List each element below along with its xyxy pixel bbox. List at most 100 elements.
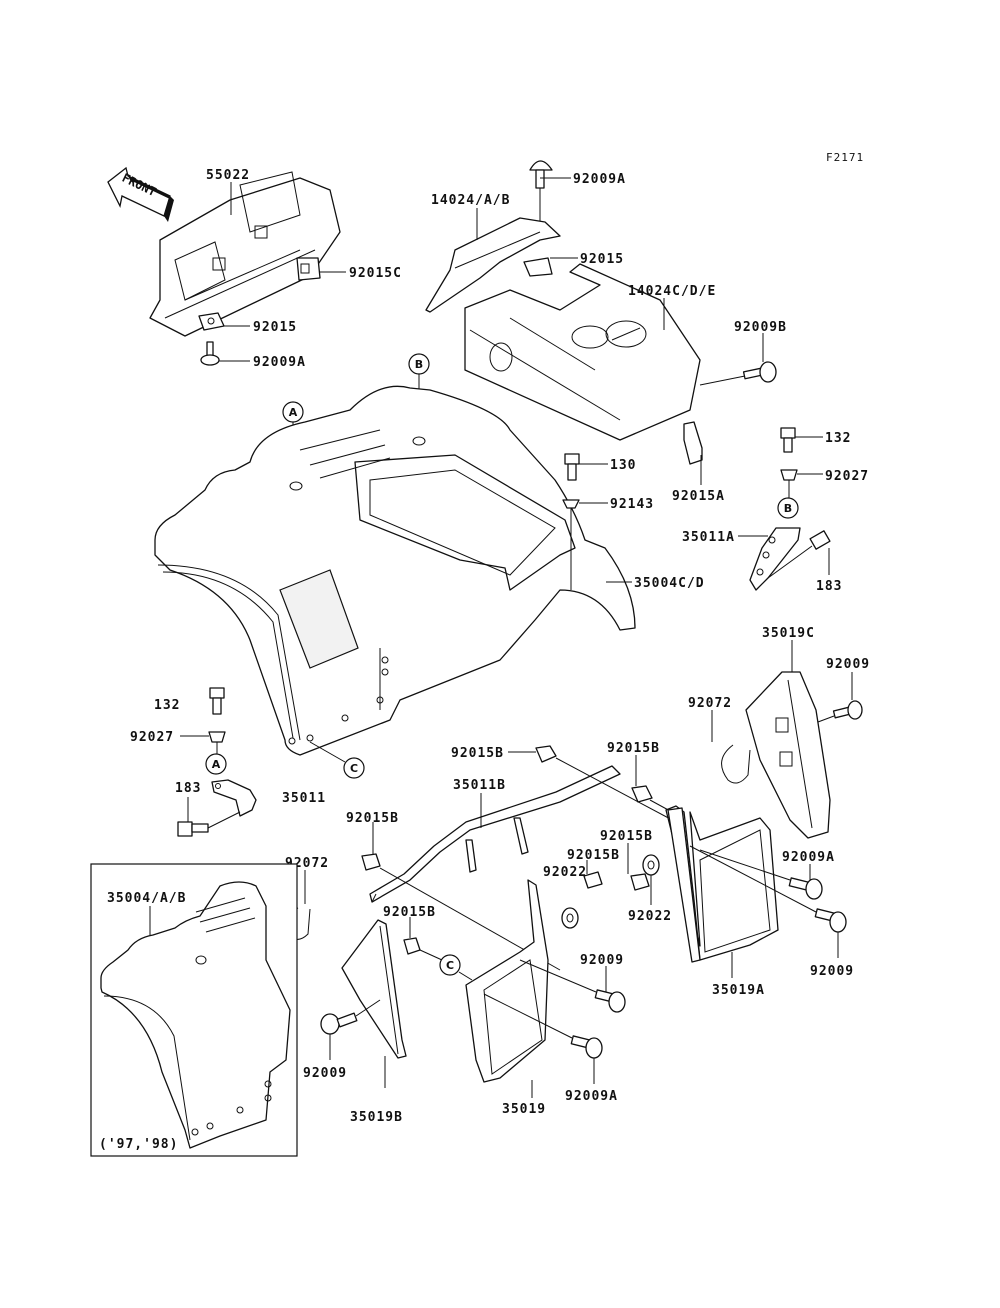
label-92015-top: 92015	[580, 252, 624, 267]
part-35011-bracket	[211, 779, 257, 817]
part-92009A-screw-right	[788, 877, 823, 900]
front-direction-arrow: FRONT	[107, 166, 174, 222]
ref-marker-c-lower: C	[439, 954, 461, 976]
part-130-bolt	[564, 453, 580, 481]
label-14024CDE: 14024C/D/E	[628, 284, 716, 299]
part-92015B-nut-1	[535, 745, 557, 763]
label-35019C: 35019C	[762, 626, 815, 641]
svg-text:B: B	[784, 502, 792, 515]
label-35004AB: 35004/A/B	[107, 891, 186, 906]
inset-year-note: ('97,'98)	[99, 1137, 178, 1152]
part-92009-screw-left	[320, 1012, 358, 1035]
label-35011: 35011	[282, 791, 326, 806]
label-35019A: 35019A	[712, 983, 765, 998]
part-35019B-mud-flap	[341, 919, 407, 1059]
part-92009A-screw-left	[200, 341, 220, 366]
part-183-bolt-left	[177, 811, 241, 837]
part-92009-screw-right-top	[832, 700, 863, 720]
ref-marker-b-bracket: B	[777, 497, 799, 519]
part-92015B-nut-3	[361, 853, 381, 871]
part-35011B-stay	[369, 765, 621, 903]
ref-marker-a-top: A	[282, 401, 304, 423]
label-92015-left: 92015	[253, 320, 297, 335]
svg-text:A: A	[289, 406, 298, 419]
part-92015B-nut-4	[630, 873, 650, 891]
part-35019C-mud-flap	[745, 671, 831, 839]
label-92009-right-top: 92009	[826, 657, 870, 672]
ref-marker-a-bracket: A	[205, 753, 227, 775]
part-35004CD-rear-fender	[154, 385, 636, 756]
ref-marker-c-fender: C	[343, 757, 365, 779]
label-35011A: 35011A	[682, 530, 735, 545]
part-92009A-screw-bottom	[570, 1035, 603, 1059]
label-92027-right: 92027	[825, 469, 869, 484]
part-92072-clamp-right	[721, 744, 751, 784]
svg-text:B: B	[415, 358, 423, 371]
part-14024AB-cover	[425, 217, 561, 313]
part-92015-clip-top	[523, 257, 553, 277]
label-92009-mid: 92009	[580, 953, 624, 968]
label-92009-left: 92009	[303, 1066, 347, 1081]
inset-box-35004AB	[90, 863, 298, 1157]
label-132-left: 132	[154, 698, 180, 713]
part-14024CDE-cover	[464, 263, 701, 441]
label-92015B-1: 92015B	[451, 746, 504, 761]
label-55022: 55022	[206, 168, 250, 183]
label-35004CD: 35004C/D	[634, 576, 705, 591]
part-92009-screw-right-bottom	[814, 908, 847, 933]
part-92022-washer-2	[642, 854, 660, 876]
label-35011B: 35011B	[453, 778, 506, 793]
label-92143: 92143	[610, 497, 654, 512]
part-92027-collar-left	[208, 731, 226, 743]
label-92015B-3: 92015B	[346, 811, 399, 826]
label-92015B-6: 92015B	[383, 905, 436, 920]
label-183-left: 183	[175, 781, 201, 796]
part-92015A-clip	[683, 421, 703, 465]
part-92015B-nut-6	[403, 937, 421, 955]
ref-marker-b-top: B	[408, 353, 430, 375]
part-92015C-clip	[296, 257, 321, 281]
part-92015B-nut-2	[631, 785, 653, 803]
label-92022-1: 92022	[543, 865, 587, 880]
part-92027-collar-right	[780, 469, 798, 481]
label-92015B-2: 92015B	[607, 741, 660, 756]
label-92009A-left: 92009A	[253, 355, 306, 370]
part-92009-screw-mid	[594, 989, 626, 1013]
label-92027-left: 92027	[130, 730, 174, 745]
label-92022-2: 92022	[628, 909, 672, 924]
part-35019-mud-flap	[465, 879, 549, 1083]
label-183-right: 183	[816, 579, 842, 594]
label-35019B: 35019B	[350, 1110, 403, 1125]
part-35019A-mud-flap	[665, 805, 779, 963]
label-92009-right-bottom: 92009	[810, 964, 854, 979]
label-92015C: 92015C	[349, 266, 402, 281]
part-132-bolt-left	[209, 687, 225, 715]
svg-text:C: C	[446, 959, 454, 972]
label-92015B-4: 92015B	[600, 829, 653, 844]
label-92009A-top: 92009A	[573, 172, 626, 187]
part-35011A-bracket	[749, 527, 801, 591]
label-132-right: 132	[825, 431, 851, 446]
label-92009A-bottom: 92009A	[565, 1089, 618, 1104]
label-92015A: 92015A	[672, 489, 725, 504]
label-92009A-right: 92009A	[782, 850, 835, 865]
label-92015B-5: 92015B	[567, 848, 620, 863]
label-92072-right: 92072	[688, 696, 732, 711]
part-92143-grommet	[562, 499, 580, 509]
figure-code: F2171	[826, 151, 864, 164]
part-183-bolt-right	[767, 530, 831, 579]
part-92009B-screw	[742, 361, 777, 383]
label-35019: 35019	[502, 1102, 546, 1117]
label-130: 130	[610, 458, 636, 473]
svg-text:A: A	[212, 758, 221, 771]
part-92015B-nut-5	[583, 871, 603, 889]
svg-text:C: C	[350, 762, 358, 775]
label-92009B: 92009B	[734, 320, 787, 335]
label-14024AB: 14024/A/B	[431, 193, 510, 208]
part-92022-washer-1	[561, 907, 579, 929]
part-92009A-screw-top	[529, 160, 553, 189]
part-55022-bracket	[149, 171, 341, 337]
part-132-bolt-right	[780, 427, 796, 453]
